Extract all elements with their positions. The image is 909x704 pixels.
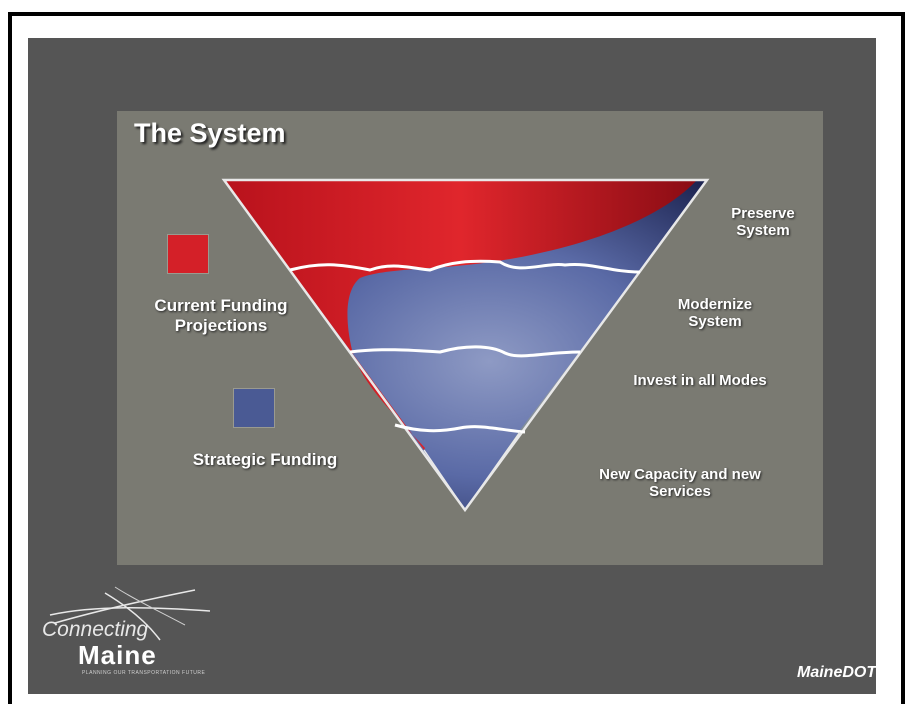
level-line-invest [394,423,526,434]
current-funding-swatch [167,234,209,274]
slide-title: The System [134,118,286,148]
logo-maine-text: Maine [78,640,157,670]
level-label-modernize: Modernize System [660,296,770,331]
pyramid-red-region [224,180,697,450]
level-label-capacity-line2: Services [649,483,711,501]
current-funding-label-line2: Projections [174,315,268,335]
level-label-modernize-line2: System [688,313,742,331]
level-label-preserve: Preserve System [708,205,818,240]
level-label-invest: Invest in all Modes [633,372,767,389]
connecting-maine-logo-swoosh-icon [49,586,211,641]
strategic-funding-swatch [233,388,275,428]
level-line-preserve [289,259,641,274]
level-label-preserve-line1: Preserve [731,205,795,222]
logo-tagline: PLANNING OUR TRANSPORTATION FUTURE [82,670,206,676]
strategic-funding-label: Strategic Funding [192,450,338,469]
level-label-capacity: New Capacity and new Services [565,466,795,501]
pyramid-outline [221,178,710,513]
logo-connecting-text: Connecting [42,618,149,641]
current-funding-label: Current Funding Projections [126,296,316,335]
level-line-capacity [423,431,521,512]
level-line-modernize [349,345,581,358]
level-label-modernize-line1: Modernize [677,296,753,313]
level-label-capacity-line1: New Capacity and new [599,466,761,483]
level-label-preserve-line2: System [736,222,790,240]
mainedot-brand: MaineDOT [797,664,877,681]
current-funding-label-line1: Current Funding [154,296,288,315]
